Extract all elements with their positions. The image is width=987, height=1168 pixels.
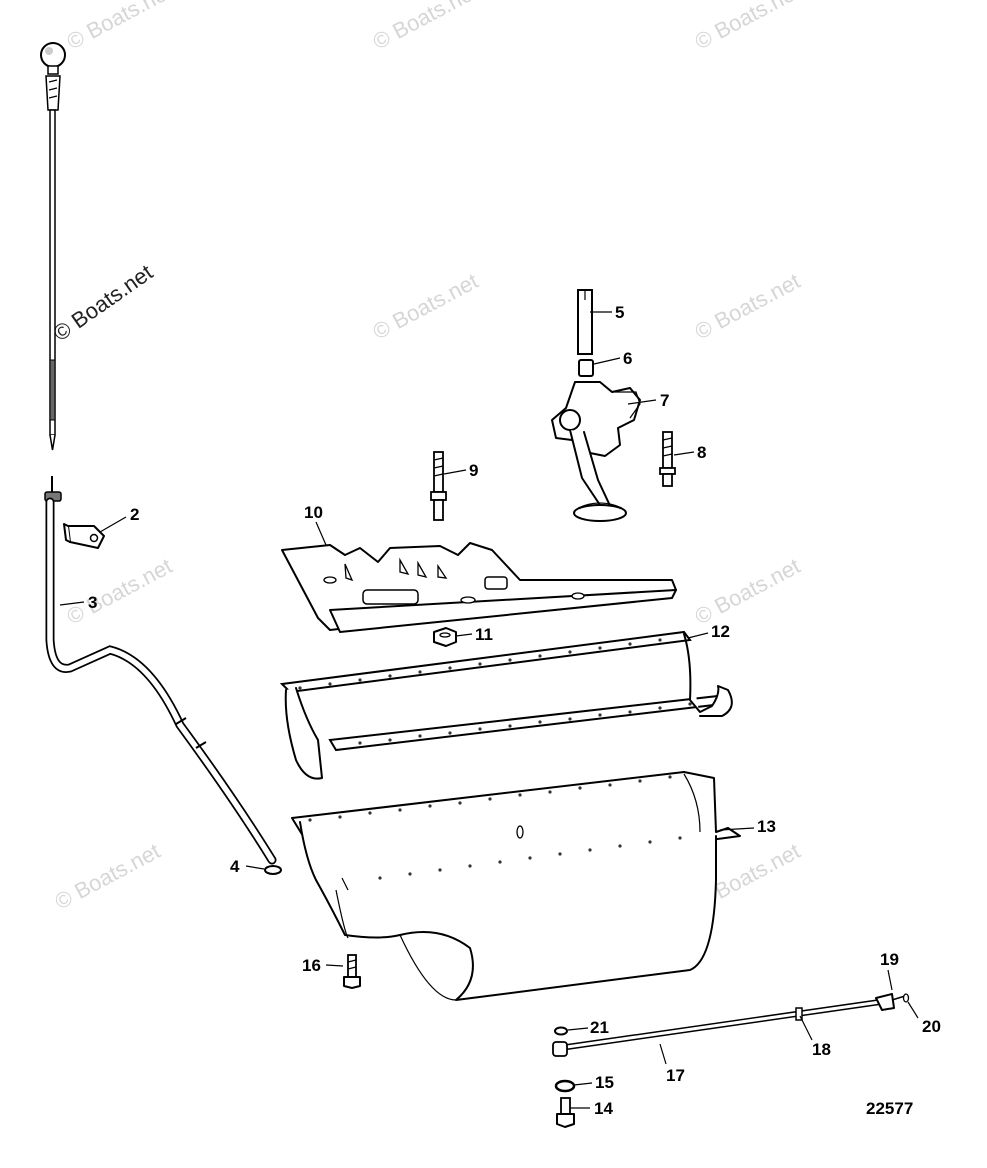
callout-11: 11 — [475, 625, 493, 644]
callout-21: 21 — [590, 1018, 609, 1037]
windage-tray — [281, 542, 677, 633]
callout-9: 9 — [469, 461, 478, 480]
drain-o-ring — [554, 1026, 568, 1036]
drain-hose — [552, 993, 910, 1057]
callout-14: 14 — [594, 1099, 613, 1118]
tube-clip — [63, 523, 105, 549]
callout-18: 18 — [812, 1040, 831, 1059]
oil-pump — [551, 381, 641, 522]
baffle-stud — [430, 451, 447, 521]
oil-pan — [291, 771, 741, 1001]
callout-6: 6 — [623, 349, 632, 368]
watermark: © Boats.net — [63, 553, 177, 629]
callout-4: 4 — [230, 857, 240, 876]
callout-12: 12 — [711, 622, 730, 641]
watermark: © Boats.net — [691, 0, 805, 54]
callout-19: 19 — [880, 950, 899, 969]
callout-5: 5 — [615, 303, 624, 322]
watermark: © Boats.net — [63, 0, 177, 54]
shaft-sleeve — [578, 359, 594, 377]
watermark-dark: © Boats.net — [49, 259, 158, 346]
leader-lines — [59, 311, 919, 1109]
drain-washer — [554, 1079, 576, 1093]
dipstick-tube — [44, 476, 277, 865]
dipstick — [40, 42, 66, 451]
watermark: © Boats.net — [691, 268, 805, 344]
callout-10: 10 — [304, 503, 323, 522]
tube-o-ring — [264, 865, 282, 875]
pump-shaft — [577, 289, 593, 355]
callout-2: 2 — [130, 505, 139, 524]
tray-nut — [433, 627, 457, 647]
callout-16: 16 — [302, 956, 321, 975]
callout-13: 13 — [757, 817, 776, 836]
callout-labels: 2 3 4 5 6 7 8 9 10 11 12 13 14 15 16 17 … — [88, 303, 941, 1118]
callout-3: 3 — [88, 593, 97, 612]
watermark: © Boats.net — [691, 553, 805, 629]
pump-stud — [659, 431, 676, 487]
oil-pan-gasket — [279, 630, 733, 780]
callout-17: 17 — [666, 1066, 685, 1085]
drain-plug — [556, 1097, 575, 1128]
watermark: © Boats.net — [369, 268, 483, 344]
callout-7: 7 — [660, 391, 669, 410]
callout-8: 8 — [697, 443, 706, 462]
watermark: © Boats.net — [51, 838, 165, 914]
watermark: © Boats.net — [369, 0, 483, 54]
callout-20: 20 — [922, 1017, 941, 1036]
figure-number: 22577 — [866, 1099, 913, 1118]
callout-15: 15 — [595, 1073, 614, 1092]
pan-bolt — [343, 954, 361, 989]
